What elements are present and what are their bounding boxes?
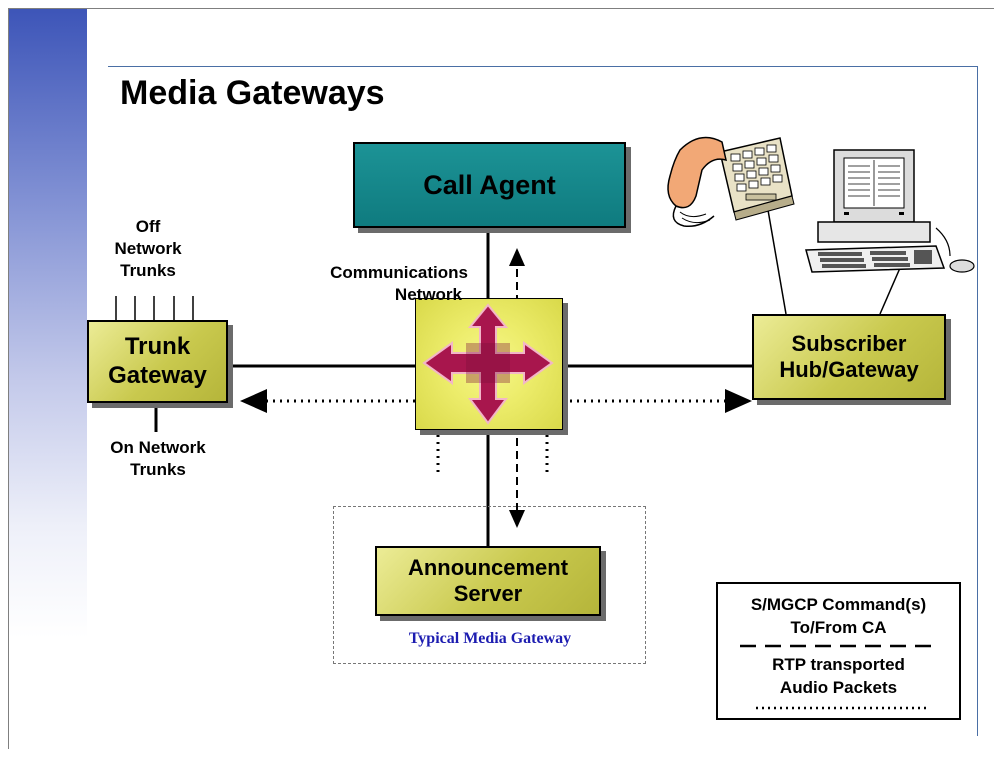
- title-rule: [108, 66, 978, 67]
- trunk-gateway-label-2: Gateway: [108, 361, 207, 389]
- slide-border: [8, 8, 994, 749]
- legend-rtp-line-1: RTP transported: [772, 655, 905, 674]
- typical-media-gateway-region: [333, 506, 646, 664]
- link-computer-subscriber: [879, 267, 901, 315]
- communications-network-hub: [415, 298, 563, 430]
- subscriber-label-2: Hub/Gateway: [779, 357, 919, 382]
- subscriber-gateway-box: Subscriber Hub/Gateway: [752, 314, 946, 400]
- legend-dotted-swatch: [756, 706, 926, 710]
- trunk-gateway-label-1: Trunk: [124, 332, 191, 360]
- announcement-label-1: Announcement: [407, 554, 569, 580]
- off-network-line-3: Trunks: [120, 261, 176, 281]
- side-band: [9, 9, 87, 749]
- comm-network-line-1: Communications: [330, 263, 468, 282]
- announcement-label-2: Server: [453, 581, 523, 606]
- trunk-gateway-box: Trunk Gateway: [87, 320, 228, 403]
- right-rule: [977, 66, 978, 736]
- subscriber-label-1: Subscriber: [791, 330, 907, 356]
- call-agent-box: Call Agent: [353, 142, 626, 228]
- announcement-server-box: Announcement Server: [375, 546, 601, 616]
- on-network-line-2: Trunks: [130, 460, 186, 480]
- four-way-arrow-icon: [422, 303, 554, 425]
- call-agent-label: Call Agent: [423, 169, 556, 200]
- off-network-line-2: Network: [114, 239, 182, 259]
- off-network-trunks-label: Off Network Trunks: [88, 216, 208, 282]
- legend-box: S/MGCP Command(s) To/From CA RTP transpo…: [716, 582, 961, 720]
- off-network-line-1: Off: [135, 217, 161, 236]
- communications-network-label: Communications Network: [268, 262, 468, 306]
- off-network-trunk-lines: [115, 296, 194, 320]
- legend-command-line-2: To/From CA: [790, 618, 887, 637]
- legend-dashed-swatch: [740, 644, 940, 648]
- typical-media-gateway-caption: Typical Media Gateway: [408, 630, 572, 647]
- page-title: Media Gateways: [120, 74, 385, 112]
- link-phone-subscriber: [767, 209, 787, 315]
- comm-network-line-2: Network: [394, 285, 462, 305]
- on-network-line-1: On Network: [110, 438, 206, 457]
- legend-command-line-1: S/MGCP Command(s): [750, 595, 927, 614]
- legend-rtp-line-2: Audio Packets: [779, 678, 898, 697]
- on-network-trunks-label: On Network Trunks: [78, 437, 238, 481]
